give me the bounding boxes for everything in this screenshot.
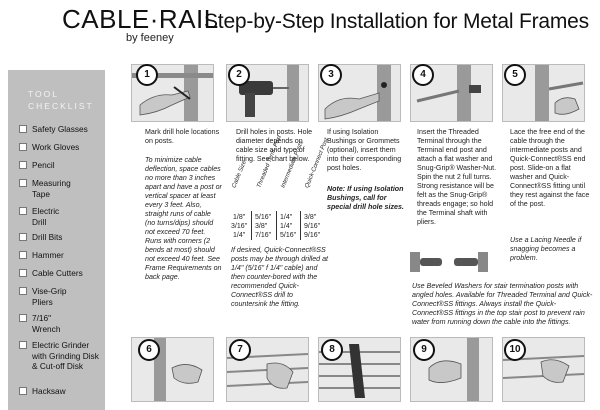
checkbox-icon — [19, 287, 27, 295]
page-title: Step-by-Step Installation for Metal Fram… — [204, 10, 589, 33]
chart-header-cable-size: Cable Size — [231, 159, 248, 189]
step-1-note: To minimize cable deflection, space cabl… — [145, 156, 222, 281]
step-1-number: 1 — [136, 64, 158, 86]
chart-cell: 9/16" — [304, 232, 321, 239]
logo-wordmark: CABLE·RAIL — [62, 4, 219, 34]
checkbox-icon — [19, 143, 27, 151]
beveled-washer-icon — [410, 252, 442, 272]
chart-cell: 7/16" — [255, 232, 272, 239]
step-6-number: 6 — [138, 339, 160, 361]
step-5-text: Lace the free end of the cable through t… — [510, 128, 590, 208]
step-3-warning: Note: If using Isolation Bushings, call … — [327, 185, 404, 211]
step-7-illustration — [227, 338, 308, 401]
beveled-washer-right — [452, 248, 490, 276]
step-2-text: Drill holes in posts. Hole diameter depe… — [236, 128, 313, 163]
step-6-illustration — [132, 338, 213, 401]
step-5-note: Use a Lacing Needle if snagging becomes … — [510, 236, 582, 262]
checkbox-icon — [19, 233, 27, 241]
logo-tagline: by feeney — [126, 32, 174, 44]
step-3-text: If using Isolation Bushings or Grommets … — [327, 128, 402, 172]
checkbox-icon — [19, 251, 27, 259]
chart-divider — [251, 211, 252, 240]
threaded-terminal-icon — [454, 252, 488, 272]
step-7-number: 7 — [229, 339, 251, 361]
checklist-item: Electric Drill — [19, 206, 105, 227]
brand-logo: CABLE·RAIL by feeney — [62, 4, 218, 48]
checklist-item: Hacksaw — [19, 386, 105, 397]
checklist-item: Safety Glasses — [19, 124, 105, 135]
chart-cell: 3/8" — [255, 223, 268, 230]
step-5-number: 5 — [504, 64, 526, 86]
step-2-number: 2 — [228, 64, 250, 86]
chart-divider — [300, 211, 301, 240]
checklist-item: Cable Cutters — [19, 268, 105, 279]
checklist-item: Pencil — [19, 160, 105, 171]
checkbox-icon — [19, 179, 27, 187]
checkbox-icon — [19, 125, 27, 133]
step-10-photo — [502, 337, 585, 402]
step-8-number: 8 — [321, 339, 343, 361]
chart-cell: 5/16" — [255, 214, 272, 221]
checklist-item: Measuring Tape — [19, 178, 105, 199]
step-4-photo — [410, 64, 493, 122]
chart-cell: 1/4" — [280, 223, 293, 230]
chart-cell: 3/16" — [231, 223, 248, 230]
step-5-photo — [502, 64, 585, 122]
drill-size-chart: Cable Size Threaded Term. Post Intermedi… — [231, 135, 331, 240]
chart-cell: 1/8" — [233, 214, 246, 221]
chart-cell: 3/8" — [304, 214, 317, 221]
step-4-number: 4 — [412, 64, 434, 86]
checkbox-icon — [19, 387, 27, 395]
checklist-item: Hammer — [19, 250, 105, 261]
step-2-note: If desired, Quick-Connect®SS posts may b… — [231, 246, 329, 308]
chart-cell: 1/4" — [280, 214, 293, 221]
step-4-text: Insert the Threaded Terminal through the… — [417, 128, 497, 226]
checklist-item: 7/16" Wrench — [19, 313, 105, 334]
checkbox-icon — [19, 161, 27, 169]
checkbox-icon — [19, 207, 27, 215]
step-9-number: 9 — [413, 339, 435, 361]
stair-washer-note: Use Beveled Washers for stair terminatio… — [412, 282, 593, 326]
step-6-photo — [131, 337, 214, 402]
chart-cell: 9/16" — [304, 223, 321, 230]
checkbox-icon — [19, 341, 27, 349]
chart-divider — [276, 211, 277, 240]
tool-checklist-title: TOOL CHECKLIST — [28, 89, 94, 111]
checklist-item: Drill Bits — [19, 232, 105, 243]
checkbox-icon — [19, 314, 27, 322]
beveled-washer-left — [410, 248, 444, 276]
checklist-item: Electric Grinder with Grinding Disk & Cu… — [19, 340, 105, 372]
checklist-item: Work Gloves — [19, 142, 105, 153]
tool-checklist-sidebar: TOOL CHECKLIST Safety Glasses Work Glove… — [8, 70, 105, 410]
chart-cell: 1/4" — [233, 232, 246, 239]
checkbox-icon — [19, 269, 27, 277]
step-1-text: Mark drill hole locations on posts. — [145, 128, 220, 145]
step-10-number: 10 — [504, 339, 526, 361]
lacing-illustration — [503, 65, 584, 121]
step-3-number: 3 — [320, 64, 342, 86]
checklist-item: Vise-Grip Pliers — [19, 286, 105, 307]
chart-cell: 5/16" — [280, 232, 297, 239]
